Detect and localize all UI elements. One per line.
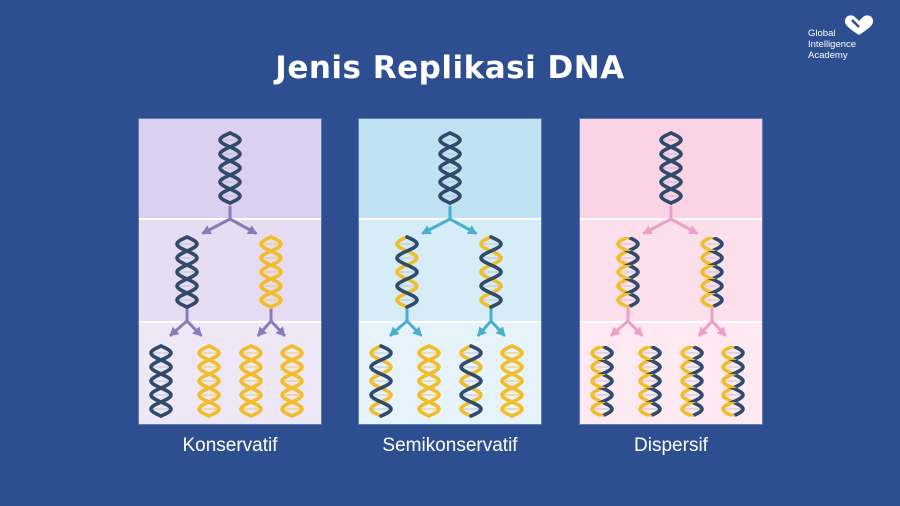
label-semiconservative: Semikonservatif (382, 435, 518, 456)
dna-helix (700, 237, 724, 308)
dna-helix (721, 346, 745, 417)
split-arrow (169, 307, 203, 337)
dna-helix (175, 235, 199, 309)
dispersive-diagram (580, 119, 762, 424)
conservative-diagram (139, 119, 321, 424)
dna-helix (479, 235, 503, 309)
dna-helix (239, 344, 263, 418)
page-title: Jenis Replikasi DNA (275, 50, 625, 86)
dna-helix (218, 131, 242, 205)
split-arrow (477, 307, 506, 337)
split-arrow (201, 205, 258, 235)
generation-band (139, 219, 321, 322)
dna-helix (616, 237, 640, 308)
panel-conservative (139, 119, 321, 424)
dna-helix (680, 346, 704, 417)
dna-helix (259, 235, 283, 309)
dna-helix (590, 346, 614, 417)
dna-helix (459, 344, 483, 418)
dna-helix (417, 344, 441, 418)
label-conservative: Konservatif (182, 435, 278, 456)
split-arrow (698, 307, 727, 337)
split-arrow (421, 205, 478, 235)
split-arrow (389, 307, 423, 337)
heart-icon (844, 15, 874, 35)
dna-helix (638, 346, 662, 417)
split-arrow (257, 307, 286, 337)
panel-semiconservative (359, 119, 541, 424)
split-arrow (610, 307, 644, 337)
dna-helix (659, 131, 683, 205)
dna-helix (197, 344, 221, 418)
split-arrow (642, 205, 699, 235)
semiconservative-diagram (359, 119, 541, 424)
dna-helix (500, 344, 524, 418)
generation-band (359, 219, 541, 322)
dna-helix (395, 235, 419, 309)
dna-helix (369, 344, 393, 418)
label-dispersive: Dispersif (634, 435, 708, 456)
dna-helix (438, 131, 462, 205)
dna-helix (280, 344, 304, 418)
generation-band (580, 219, 762, 322)
brand-line: Academy (808, 50, 848, 61)
panel-dispersive (580, 119, 762, 424)
brand-line: Global (808, 28, 836, 39)
brand-logo: Global Intelligence Academy (808, 14, 888, 64)
brand-line: Intelligence (808, 39, 857, 50)
brand-name: Global Intelligence Academy (808, 28, 856, 61)
dna-helix (149, 344, 173, 418)
